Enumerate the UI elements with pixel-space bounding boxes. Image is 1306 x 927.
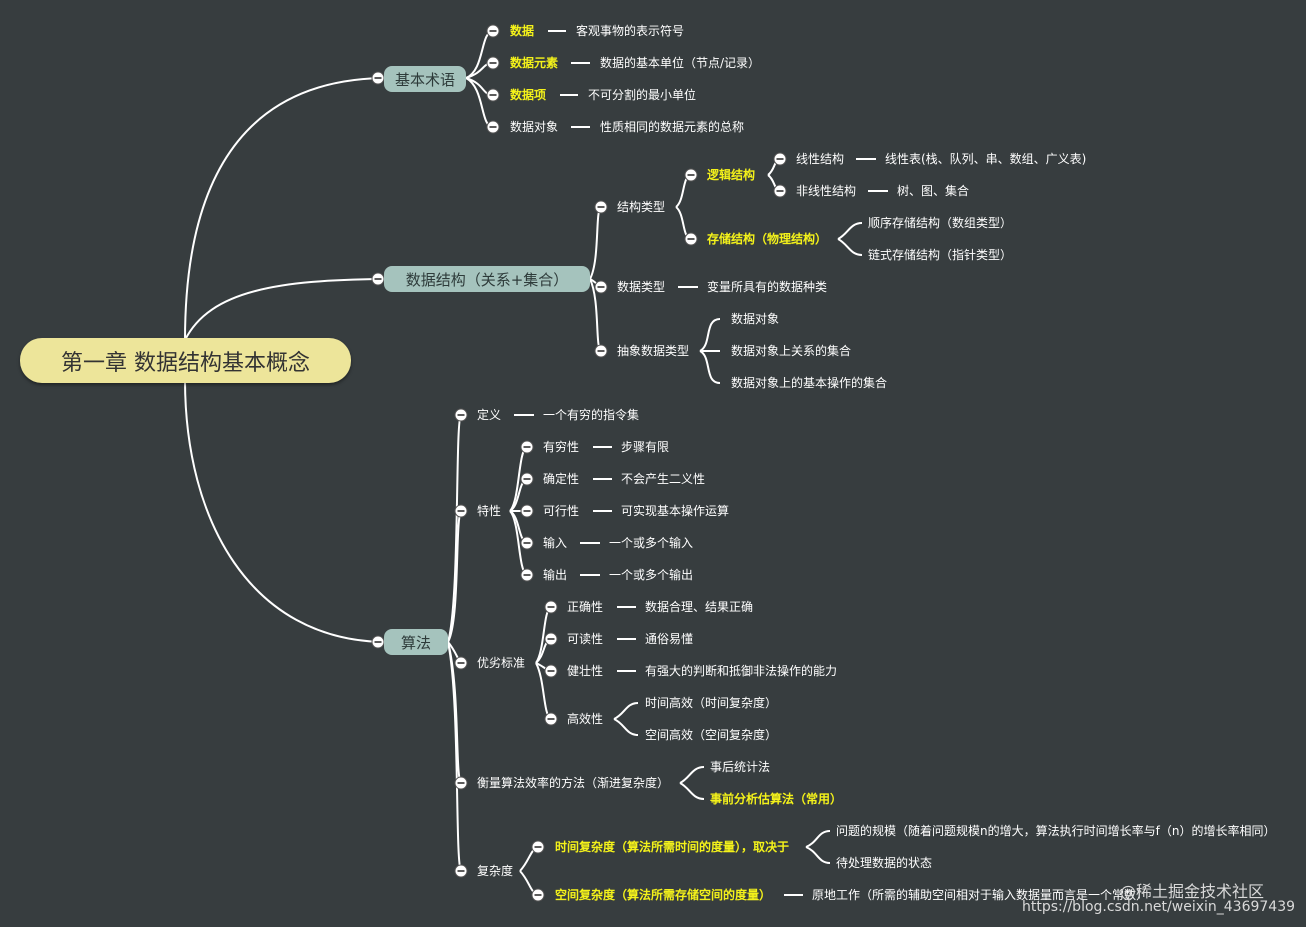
term-object[interactable]: 数据对象 (510, 120, 559, 134)
collapse-toggle-icon[interactable] (531, 840, 545, 854)
algo-definition[interactable]: 定义 (477, 408, 502, 422)
collapse-toggle-icon[interactable] (520, 504, 534, 518)
quality-robustness-desc[interactable]: 有强大的判断和抵御非法操作的能力 (645, 664, 838, 678)
collapse-toggle-icon[interactable] (544, 712, 558, 726)
algo-properties[interactable]: 特性 (477, 504, 502, 518)
prop-output[interactable]: 输出 (543, 568, 568, 582)
ds-logical[interactable]: 逻辑结构 (707, 168, 756, 182)
collapse-toggle-icon[interactable] (454, 504, 468, 518)
collapse-toggle-icon[interactable] (773, 152, 787, 166)
collapse-toggle-icon[interactable] (371, 71, 385, 85)
collapse-toggle-icon[interactable] (520, 440, 534, 454)
branch-basic-terms[interactable]: 基本术语 (384, 66, 466, 92)
prop-finiteness-desc[interactable]: 步骤有限 (621, 440, 670, 454)
quality-correctness[interactable]: 正确性 (567, 600, 604, 614)
collapse-toggle-icon[interactable] (486, 24, 500, 38)
ds-data-type-desc[interactable]: 变量所具有的数据种类 (707, 280, 828, 294)
term-object-desc[interactable]: 性质相同的数据元素的总称 (600, 120, 745, 134)
ds-struct-type[interactable]: 结构类型 (617, 200, 666, 214)
prop-definiteness-desc[interactable]: 不会产生二义性 (621, 472, 706, 486)
collapse-toggle-icon[interactable] (544, 664, 558, 678)
ds-linear-desc[interactable]: 线性表(栈、队列、串、数组、广义表) (885, 152, 1087, 166)
branch-algorithm[interactable]: 算法 (384, 629, 448, 655)
collapse-toggle-icon[interactable] (371, 272, 385, 286)
term-data-desc[interactable]: 客观事物的表示符号 (576, 24, 685, 38)
time-factor-data-state[interactable]: 待处理数据的状态 (836, 856, 933, 870)
ds-nonlinear-desc[interactable]: 树、图、集合 (897, 184, 970, 198)
collapse-toggle-icon[interactable] (594, 344, 608, 358)
collapse-toggle-icon[interactable] (454, 408, 468, 422)
space-complexity-desc[interactable]: 原地工作（所需的辅助空间相对于输入数据量而言是一个常数） (812, 888, 1149, 902)
algo-complexity[interactable]: 复杂度 (477, 864, 514, 878)
time-factor-scale[interactable]: 问题的规模（随着问题规模n的增大，算法执行时间增长率与f（n）的增长率相同） (836, 824, 1276, 838)
quality-readability[interactable]: 可读性 (567, 632, 604, 646)
ds-nonlinear[interactable]: 非线性结构 (796, 184, 857, 198)
collapse-toggle-icon[interactable] (594, 200, 608, 214)
prop-feasibility[interactable]: 可行性 (543, 504, 580, 518)
prop-finiteness[interactable]: 有穷性 (543, 440, 580, 454)
ds-adt-operations[interactable]: 数据对象上的基本操作的集合 (731, 376, 888, 390)
root-node[interactable]: 第一章 数据结构基本概念 (20, 338, 351, 383)
ds-storage[interactable]: 存储结构（物理结构） (707, 232, 828, 246)
ds-adt[interactable]: 抽象数据类型 (617, 344, 690, 358)
collapse-toggle-icon[interactable] (520, 472, 534, 486)
branch-data-structure[interactable]: 数据结构（关系+集合） (384, 266, 590, 292)
collapse-toggle-icon[interactable] (486, 88, 500, 102)
collapse-toggle-icon[interactable] (594, 280, 608, 294)
collapse-toggle-icon[interactable] (486, 120, 500, 134)
algo-measure[interactable]: 衡量算法效率的方法（渐进复杂度） (477, 776, 670, 790)
algo-definition-desc[interactable]: 一个有穷的指令集 (543, 408, 640, 422)
collapse-toggle-icon[interactable] (486, 56, 500, 70)
term-item-desc[interactable]: 不可分割的最小单位 (588, 88, 697, 102)
ds-adt-objects[interactable]: 数据对象 (731, 312, 780, 326)
quality-efficiency[interactable]: 高效性 (567, 712, 604, 726)
ds-sequential[interactable]: 顺序存储结构（数组类型） (868, 216, 1013, 230)
collapse-toggle-icon[interactable] (520, 536, 534, 550)
collapse-toggle-icon[interactable] (773, 184, 787, 198)
quality-correctness-desc[interactable]: 数据合理、结果正确 (645, 600, 754, 614)
ds-linear[interactable]: 线性结构 (796, 152, 845, 166)
prop-input[interactable]: 输入 (543, 536, 568, 550)
watermark-url: https://blog.csdn.net/weixin_43697439 (1022, 899, 1296, 915)
ds-adt-relations[interactable]: 数据对象上关系的集合 (731, 344, 852, 358)
prop-output-desc[interactable]: 一个或多个输出 (609, 568, 694, 582)
collapse-toggle-icon[interactable] (454, 776, 468, 790)
ds-data-type[interactable]: 数据类型 (617, 280, 666, 294)
space-complexity[interactable]: 空间复杂度（算法所需存储空间的度量） (555, 888, 772, 902)
collapse-toggle-icon[interactable] (684, 168, 698, 182)
collapse-toggle-icon[interactable] (544, 632, 558, 646)
algo-quality[interactable]: 优劣标准 (477, 656, 526, 670)
collapse-toggle-icon[interactable] (531, 888, 545, 902)
measure-posterior[interactable]: 事后统计法 (710, 760, 771, 774)
term-data[interactable]: 数据 (510, 24, 535, 38)
term-item[interactable]: 数据项 (510, 88, 547, 102)
efficiency-space[interactable]: 空间高效（空间复杂度） (645, 728, 778, 742)
collapse-toggle-icon[interactable] (371, 635, 385, 649)
collapse-toggle-icon[interactable] (520, 568, 534, 582)
collapse-toggle-icon[interactable] (454, 656, 468, 670)
time-complexity[interactable]: 时间复杂度（算法所需时间的度量），取决于 (555, 840, 790, 854)
prop-definiteness[interactable]: 确定性 (543, 472, 580, 486)
prop-input-desc[interactable]: 一个或多个输入 (609, 536, 694, 550)
collapse-toggle-icon[interactable] (684, 232, 698, 246)
term-element-desc[interactable]: 数据的基本单位（节点/记录） (600, 56, 761, 70)
ds-linked[interactable]: 链式存储结构（指针类型） (868, 248, 1013, 262)
prop-feasibility-desc[interactable]: 可实现基本操作运算 (621, 504, 730, 518)
collapse-toggle-icon[interactable] (454, 864, 468, 878)
quality-robustness[interactable]: 健壮性 (567, 664, 604, 678)
collapse-toggle-icon[interactable] (544, 600, 558, 614)
efficiency-time[interactable]: 时间高效（时间复杂度） (645, 696, 778, 710)
measure-prior[interactable]: 事前分析估算法（常用） (710, 792, 843, 806)
quality-readability-desc[interactable]: 通俗易懂 (645, 632, 694, 646)
term-element[interactable]: 数据元素 (510, 56, 559, 70)
watermark-site: @稀土掘金技术社区 (1120, 882, 1265, 901)
